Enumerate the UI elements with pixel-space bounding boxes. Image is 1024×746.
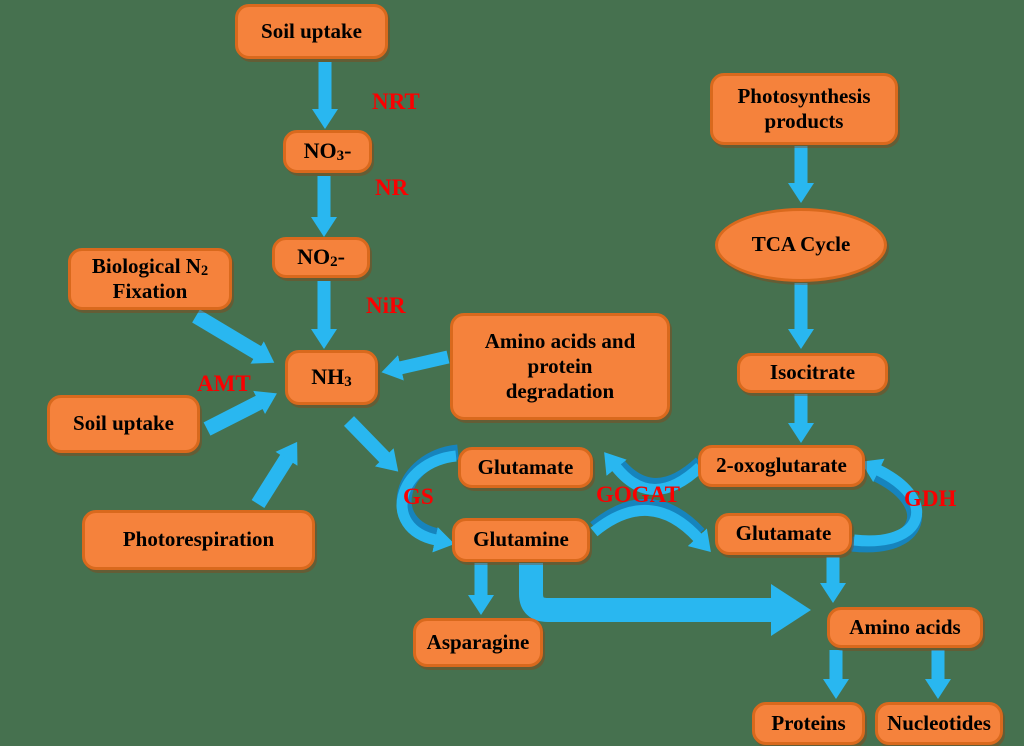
node-oxoglutarate-label: 2-oxoglutarate (716, 453, 847, 478)
node-glutamate-right-label: Glutamate (735, 521, 832, 546)
node-glutamine-label: Glutamine (473, 527, 569, 552)
node-no2-label: NO2- (297, 244, 345, 271)
node-proteins-label: Proteins (771, 710, 846, 735)
node-glutamate-mid-label: Glutamate (477, 454, 574, 479)
enzyme-label-gdh: GDH (904, 486, 957, 511)
node-amino-acid-degradation: Amino acids and protein degradation (450, 313, 670, 420)
node-tca-cycle-label: TCA Cycle (751, 232, 851, 257)
node-nh3: NH3 (285, 350, 378, 405)
node-amino-acids: Amino acids (827, 607, 983, 648)
enzyme-label-gogat: GOGAT (596, 482, 680, 507)
node-nh3-label: NH3 (311, 364, 352, 391)
node-isocitrate-label: Isocitrate (769, 360, 856, 385)
node-photosynthesis-products: Photosynthesis products (710, 73, 898, 145)
arrow-gogat-oxoglutarate-to-glutamate (604, 452, 704, 495)
enzyme-label-gs: GS (403, 484, 434, 509)
enzyme-label-nir: NiR (366, 293, 406, 318)
node-asparagine: Asparagine (413, 618, 543, 667)
node-soil-uptake-left: Soil uptake (47, 395, 200, 453)
node-soil-uptake-top-label: Soil uptake (261, 18, 362, 43)
node-amino-acid-degradation-label: Amino acids and protein degradation (484, 328, 636, 404)
node-amino-acids-label: Amino acids (849, 614, 961, 639)
node-proteins: Proteins (752, 702, 865, 745)
node-biological-n2-fixation: Biological N2 Fixation (68, 248, 232, 310)
arrow-soil-uptake-left-to-nh3 (203, 390, 277, 436)
node-glutamine: Glutamine (452, 518, 590, 562)
node-asparagine-label: Asparagine (426, 629, 530, 654)
node-photorespiration-label: Photorespiration (122, 527, 275, 552)
node-no2: NO2- (272, 237, 370, 278)
node-nucleotides: Nucleotides (875, 702, 1003, 745)
node-oxoglutarate: 2-oxoglutarate (698, 445, 865, 487)
arrow-gs-glutamate-to-glutamine (396, 450, 457, 553)
node-no3-label: NO3- (303, 138, 352, 165)
arrow-n2-fixation-to-nh3 (192, 309, 275, 364)
node-tca-cycle: TCA Cycle (715, 208, 887, 282)
enzyme-label-nrt: NRT (372, 89, 420, 114)
node-biological-n2-fixation-label: Biological N2 Fixation (91, 253, 209, 303)
arrow-nh3-to-gs (343, 416, 399, 472)
arrow-photorespiration-to-nh3 (251, 441, 298, 508)
node-photosynthesis-products-label: Photosynthesis products (737, 83, 871, 133)
node-soil-uptake-top: Soil uptake (235, 4, 388, 59)
arrow-gogat-glutamine-to-glutamate-right (590, 505, 711, 552)
arrow-gdh-glutamate-to-oxoglutarate (853, 458, 923, 547)
node-no3: NO3- (283, 130, 372, 173)
node-soil-uptake-left-label: Soil uptake (73, 411, 174, 436)
node-photorespiration: Photorespiration (82, 510, 315, 570)
enzyme-label-nr: NR (375, 175, 409, 200)
node-glutamate-right: Glutamate (715, 513, 852, 555)
node-isocitrate: Isocitrate (737, 353, 888, 393)
node-glutamate-mid: Glutamate (458, 447, 593, 488)
arrow-glutamine-to-amino-acids (519, 563, 811, 636)
enzyme-label-amt: AMT (197, 371, 251, 396)
node-nucleotides-label: Nucleotides (887, 710, 991, 735)
arrow-degradation-to-nh3 (381, 350, 450, 381)
